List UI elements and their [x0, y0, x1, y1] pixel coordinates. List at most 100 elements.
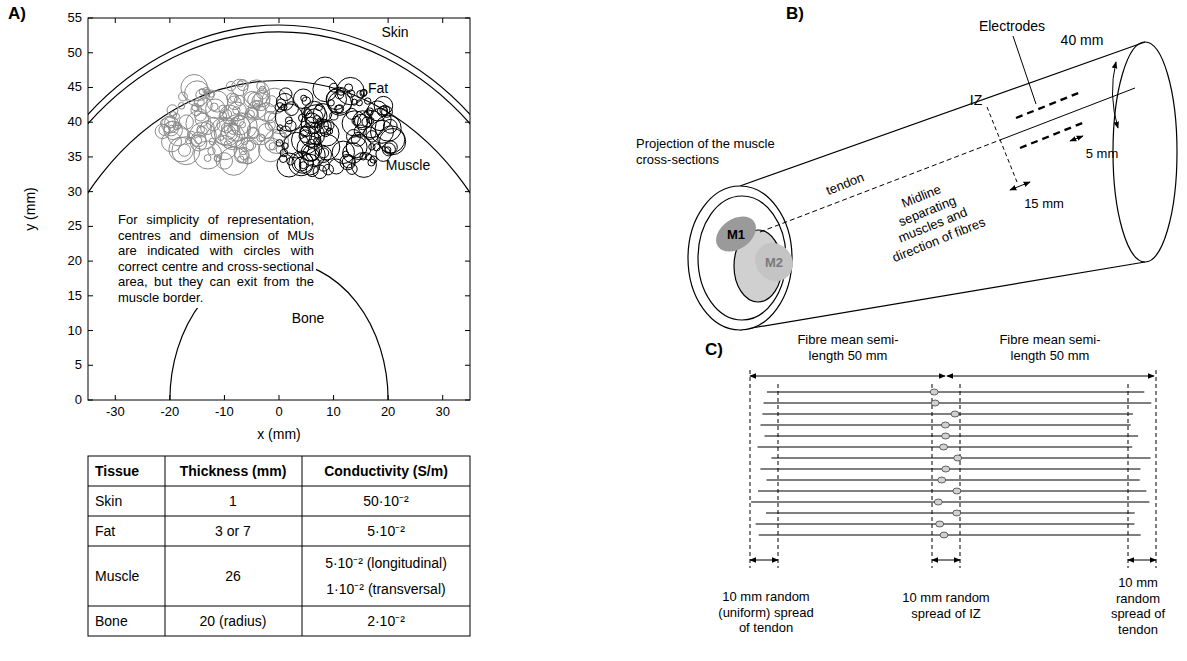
- motor-units: [155, 75, 406, 179]
- motor-unit: [277, 153, 301, 177]
- tick: [465, 330, 470, 331]
- motor-unit: [301, 143, 319, 161]
- motor-unit: [346, 135, 371, 160]
- tick: [279, 18, 280, 23]
- iz-marker: [953, 510, 961, 516]
- iz-marker: [942, 433, 950, 439]
- tick-label: 20: [381, 404, 395, 420]
- motor-unit: [185, 81, 210, 106]
- motor-unit: [243, 141, 253, 151]
- tick: [169, 395, 170, 400]
- tick: [465, 365, 470, 366]
- table-cell: 20 (radius): [200, 613, 267, 630]
- tick-label: 5: [75, 357, 82, 373]
- tick: [465, 261, 470, 262]
- dimension: Fibre mean semi-length 50 mm: [988, 332, 1113, 363]
- table-cell: Skin: [95, 493, 122, 510]
- table-cell: Bone: [95, 613, 128, 630]
- iz-marker: [953, 488, 961, 494]
- motor-unit: [328, 92, 352, 116]
- tick: [333, 395, 334, 400]
- motor-unit: [299, 114, 307, 122]
- dimension: 5 mm: [1086, 146, 1119, 162]
- motor-unit: [170, 112, 177, 119]
- dimension: 40 mm: [1061, 32, 1104, 49]
- note: For simplicity of representation, centre…: [116, 210, 316, 308]
- table-header: Tissue: [95, 463, 139, 480]
- motor-unit: [191, 132, 206, 147]
- electrode: [1076, 123, 1083, 126]
- tick-label: 0: [275, 404, 282, 420]
- iz-marker: [930, 389, 938, 395]
- electrode: [1016, 115, 1023, 118]
- tick-label: 40: [68, 114, 82, 130]
- tick: [88, 156, 93, 157]
- motor-unit: [192, 103, 199, 110]
- tick: [333, 18, 334, 23]
- motor-unit: [169, 125, 175, 131]
- tick-label: 30: [68, 184, 82, 200]
- motor-unit: [204, 155, 211, 162]
- callout: tendon: [824, 169, 867, 198]
- dimension: 15 mm: [1024, 196, 1064, 212]
- panel-letter: C): [705, 340, 723, 360]
- plot-frame: [88, 18, 470, 400]
- tick-label: 55: [68, 10, 82, 26]
- motor-unit: [238, 156, 245, 163]
- iz-marker: [951, 411, 959, 417]
- tissue-label: Muscle: [386, 157, 430, 174]
- motor-unit: [208, 90, 215, 97]
- motor-unit: [285, 102, 299, 116]
- iz-marker: [938, 477, 946, 483]
- tick-label: 0: [75, 392, 82, 408]
- section-label: M1: [727, 227, 745, 242]
- electrode: [1020, 145, 1027, 148]
- motor-unit: [306, 117, 316, 127]
- muscle-section: M2: [754, 244, 794, 280]
- tick: [224, 395, 225, 400]
- tick: [465, 295, 470, 296]
- tissue-label: Fat: [368, 80, 388, 97]
- tissue-arcs: [88, 25, 470, 400]
- muscle-section: M1: [714, 219, 758, 249]
- tick: [88, 400, 93, 401]
- table-cell: 50·10⁻²: [363, 493, 408, 510]
- table-cell: Muscle: [95, 568, 139, 585]
- tick: [224, 18, 225, 23]
- motor-unit: [276, 93, 293, 110]
- table-cell: 1·10⁻² (transversal): [326, 581, 445, 598]
- motor-unit: [279, 88, 292, 101]
- motor-unit: [269, 143, 276, 150]
- electrode: [1072, 93, 1079, 96]
- tick-label: -30: [106, 404, 125, 420]
- tick: [465, 87, 470, 88]
- fibre: [764, 402, 1152, 403]
- iz-marker: [940, 444, 948, 450]
- motor-unit: [299, 130, 312, 143]
- panel-letter: A): [8, 4, 26, 24]
- section-fill: [709, 209, 762, 259]
- motor-unit: [332, 141, 354, 163]
- callout: Electrodes: [979, 18, 1045, 35]
- tick: [88, 226, 93, 227]
- table-cell: 5·10⁻² (longitudinal): [325, 555, 447, 572]
- fibre: [756, 523, 1135, 524]
- electrode: [1031, 141, 1038, 144]
- fibre: [762, 413, 1133, 414]
- table-header: Thickness (mm): [180, 463, 287, 480]
- motor-unit: [248, 92, 263, 107]
- limb-cylinder: [688, 42, 1177, 330]
- annotation: 10 mm random spread of tendon: [1096, 575, 1180, 637]
- fibres: [751, 389, 1151, 538]
- electrode-grid: [1016, 93, 1082, 148]
- tissue-label: Skin: [381, 24, 408, 41]
- motor-unit: [326, 89, 346, 109]
- tick: [169, 18, 170, 23]
- tick-label: 45: [68, 80, 82, 96]
- motor-unit: [155, 124, 169, 138]
- motor-unit: [189, 122, 216, 149]
- motor-unit: [237, 80, 248, 91]
- tick-label: 15: [68, 288, 82, 304]
- motor-unit: [226, 82, 235, 91]
